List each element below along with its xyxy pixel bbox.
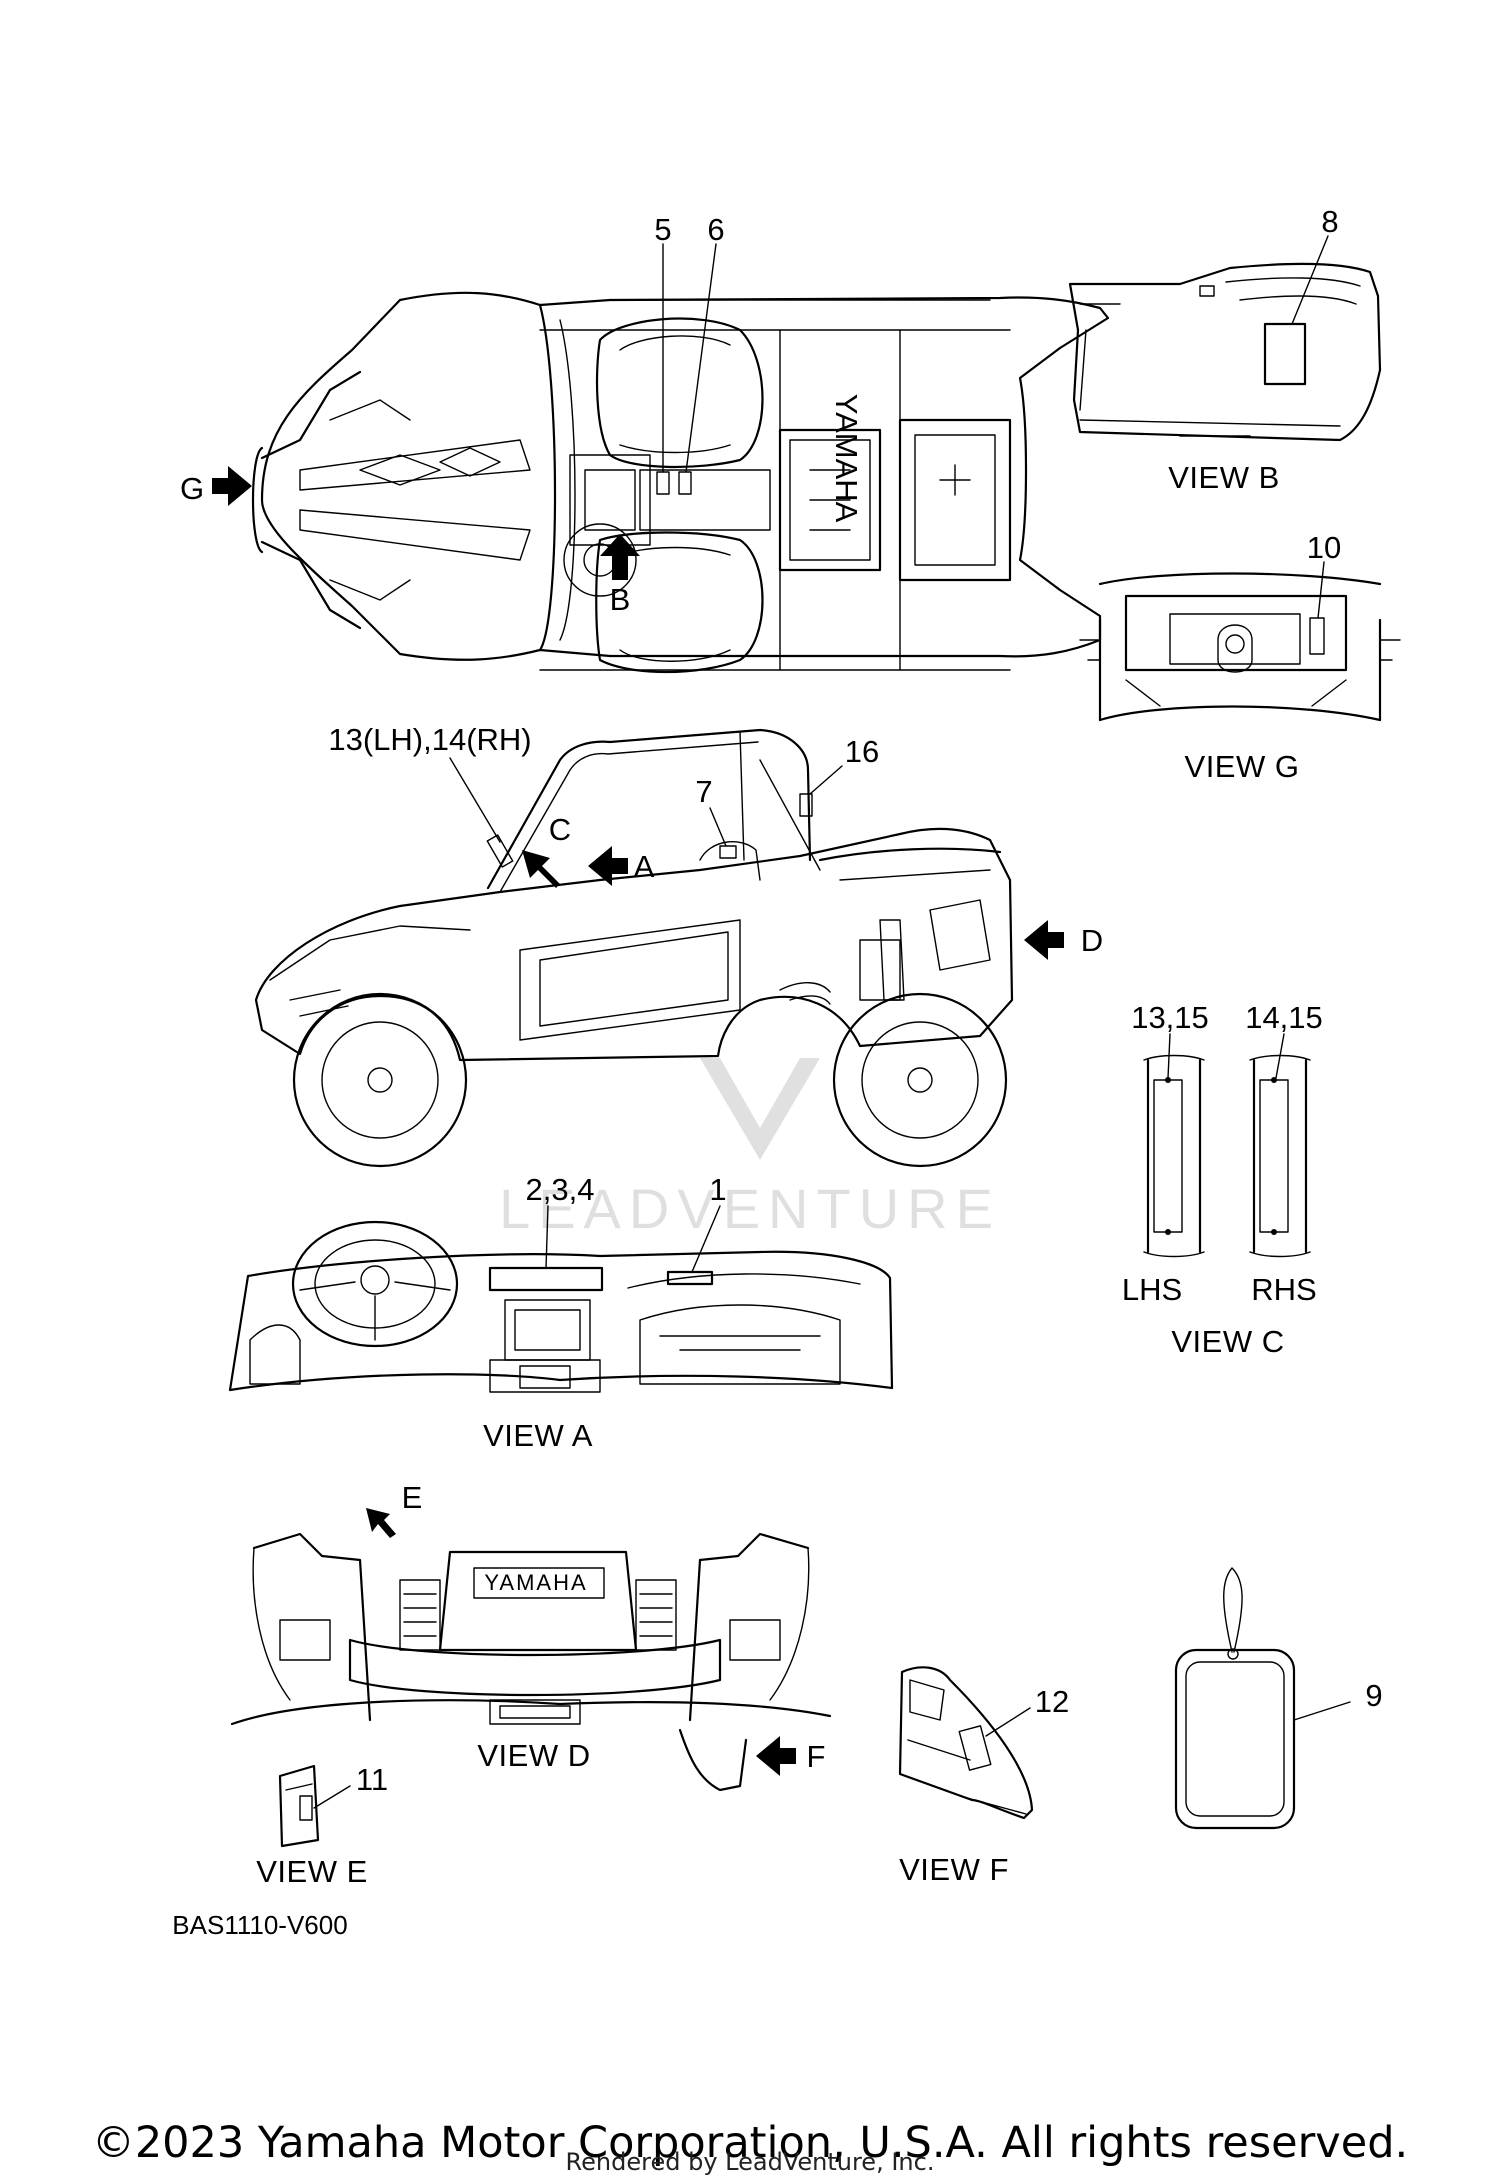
view-g-drawing <box>1079 572 1401 722</box>
view-c-label: VIEW C <box>1171 1324 1284 1359</box>
leader-line-1 <box>691 1205 721 1273</box>
arrow-label-f: F <box>807 1739 826 1774</box>
yamaha-logo-rear: YAMAHA <box>484 1570 587 1595</box>
decal-8 <box>1263 322 1307 386</box>
view-b-label: VIEW B <box>1168 460 1280 495</box>
arrow-label-a: A <box>634 849 655 884</box>
callout-6: 6 <box>707 212 724 247</box>
view-a-drawing <box>228 1220 894 1393</box>
view-c-drawing <box>1143 1054 1311 1258</box>
leader-line-8 <box>1291 235 1329 325</box>
callout-10: 10 <box>1307 530 1341 565</box>
view-e-drawing <box>278 1764 320 1848</box>
arrow-label-b: B <box>610 582 631 617</box>
decal-14-15 <box>1259 1079 1289 1233</box>
decal-13-14 <box>486 834 514 868</box>
leader-line-7 <box>709 807 727 847</box>
decal-16 <box>799 793 813 817</box>
leader-line-16 <box>809 765 843 795</box>
view-b-drawing <box>1068 262 1382 442</box>
decal-10 <box>1309 617 1325 655</box>
diagram-code: BAS1110-V600 <box>172 1910 347 1940</box>
arrow-right-icon-g <box>212 466 252 506</box>
leader-line-2-3-4 <box>545 1205 549 1269</box>
leader-line-9 <box>1293 1701 1351 1721</box>
arrow-label-c: C <box>549 812 571 847</box>
copyright-notice: ©2023 Yamaha Motor Corporation, U.S.A. A… <box>91 2118 1409 2168</box>
view-e-label: VIEW E <box>256 1854 368 1889</box>
watermark-text: LEADVENTURE <box>499 1177 1001 1240</box>
rivet-icon <box>1271 1229 1277 1235</box>
view-g-label: VIEW G <box>1185 749 1300 784</box>
decal-2-3-4 <box>488 1266 604 1292</box>
side-label-lhs: LHS <box>1122 1272 1182 1307</box>
side-label-rhs: RHS <box>1251 1272 1316 1307</box>
leader-line-11 <box>313 1785 351 1809</box>
rivet-icon <box>1165 1077 1171 1083</box>
arrow-label-e: E <box>402 1480 423 1515</box>
arrow-label-g: G <box>180 471 204 506</box>
arrow-left-icon-a <box>588 846 628 886</box>
decal-7 <box>719 845 737 859</box>
decal-13-15 <box>1153 1079 1183 1233</box>
arrow-diag-icon-e <box>366 1508 396 1538</box>
rivet-icon <box>1165 1229 1171 1235</box>
decal-5 <box>656 471 670 495</box>
callout-11: 11 <box>356 1762 388 1797</box>
rendered-by-notice: Rendered by LeadVenture, Inc. <box>565 2148 935 2176</box>
vehicle-side-view <box>254 728 1014 1168</box>
callout-1: 1 <box>709 1172 726 1207</box>
view-f-drawing <box>898 1666 1034 1820</box>
view-f-label: VIEW F <box>899 1852 1009 1887</box>
decal-11 <box>299 1795 313 1821</box>
arrow-label-d: D <box>1081 923 1103 958</box>
callout-8: 8 <box>1321 204 1338 239</box>
callout-13-14: 13(LH),14(RH) <box>328 722 531 757</box>
leader-line-14-15 <box>1275 1033 1285 1079</box>
leader-line-10 <box>1317 561 1325 619</box>
callout-9: 9 <box>1365 1678 1382 1713</box>
decal-12 <box>958 1725 992 1771</box>
watermark: LEADVENTURE <box>499 1058 1001 1240</box>
arrow-left-icon-d <box>1024 920 1064 960</box>
callout-14-15: 14,15 <box>1245 1000 1323 1035</box>
rivet-icon <box>1271 1077 1277 1083</box>
callout-2-3-4: 2,3,4 <box>526 1172 595 1207</box>
view-d-drawing <box>230 1532 832 1792</box>
leader-line-12 <box>985 1707 1031 1737</box>
leader-line-13-14 <box>449 757 501 843</box>
callout-5: 5 <box>654 212 671 247</box>
vehicle-top-view <box>251 291 1110 674</box>
decal-6 <box>678 471 692 495</box>
arrow-up-icon-b <box>600 534 640 580</box>
view-d-label: VIEW D <box>477 1738 590 1773</box>
view-a-label: VIEW A <box>483 1418 593 1453</box>
tag-9 <box>1174 1567 1296 1830</box>
leader-line-6 <box>685 243 717 473</box>
arrow-diag-icon-c <box>522 850 560 888</box>
leader-line-13-15 <box>1167 1033 1171 1079</box>
decal-1 <box>666 1270 714 1286</box>
callout-16: 16 <box>845 734 879 769</box>
callout-12: 12 <box>1035 1684 1069 1719</box>
callout-7: 7 <box>695 774 712 809</box>
arrow-left-icon-f <box>756 1736 796 1776</box>
yamaha-logo-top: YAMAHA <box>829 394 864 523</box>
callout-13-15: 13,15 <box>1131 1000 1209 1035</box>
